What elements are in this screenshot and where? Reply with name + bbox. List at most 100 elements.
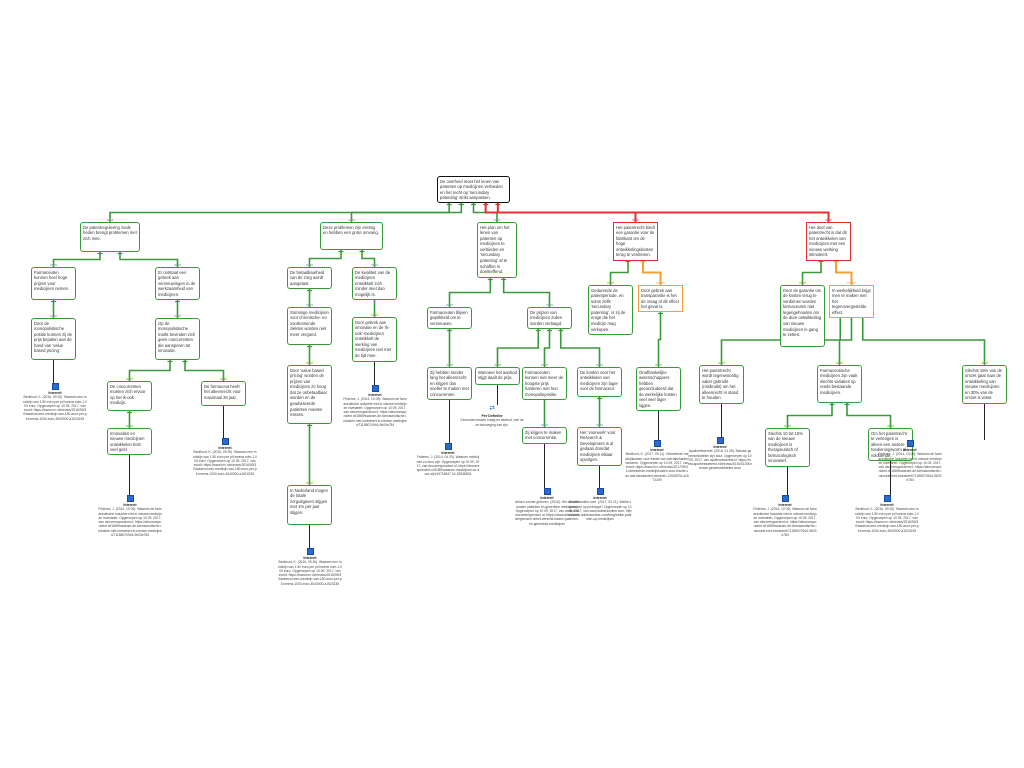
reason-node[interactable]: Zij krijgen te maken met concurrentie. xyxy=(522,427,567,444)
relation-label: want xyxy=(887,423,894,428)
connector-line xyxy=(559,329,601,367)
internet-icon xyxy=(221,438,229,445)
reason-node[interactable]: Farmaceutische medicijnen zijn vaak slec… xyxy=(817,365,862,403)
source-title: Internet xyxy=(368,393,382,397)
reason-node[interactable]: Zij hebben minder lang het alleenrecht e… xyxy=(427,367,472,400)
reason-node[interactable]: Deze problemen zijn ernstig en hebben ee… xyxy=(320,222,383,250)
relation-label: want xyxy=(371,262,378,267)
source-citation: Frideres, J. (2014, 10 09). Waarom de fa… xyxy=(878,452,942,483)
reason-node[interactable]: Het patentrecht wordt tegenwoordig vaker… xyxy=(699,365,744,404)
internet-icon xyxy=(51,383,59,390)
source-citation: Frideres, J. (2014, 04 20). Waarom medic… xyxy=(416,455,480,477)
internet-icon xyxy=(596,488,604,495)
connector-line xyxy=(609,260,629,285)
source-citation: Frideres, J. (2014, 10 09). Waarom de fa… xyxy=(343,397,407,428)
reason-node[interactable]: Het plan om het lenen van patenten op me… xyxy=(477,222,517,278)
reason-node[interactable]: Farmaceuten blijven geprikkeld om te ver… xyxy=(427,307,472,329)
relation-label: want xyxy=(981,360,988,365)
connector-line xyxy=(350,203,463,222)
source-title: Internet xyxy=(48,391,62,395)
relation-label: want xyxy=(836,360,843,365)
source-citation: Artsen zonder grenzen. (2016). Het versc… xyxy=(515,500,579,526)
source-citation: Benthout, K. (2016, 09 30). Waarom een m… xyxy=(193,450,257,476)
connector-line xyxy=(448,278,492,307)
reason-node[interactable]: Farmaceuten kunnen heel hoge prijzen voo… xyxy=(31,267,76,300)
relation-label: want xyxy=(718,360,725,365)
rebuttal-node[interactable]: Door gebrek aan transparantie is het de … xyxy=(638,285,683,313)
relation-label: want xyxy=(174,313,181,318)
reason-node[interactable]: De kwaliteit van de medicijnen ontwikkel… xyxy=(352,267,397,300)
reason-node[interactable]: De kosten voor het ontwikkelen van medic… xyxy=(577,367,622,397)
reason-node[interactable]: Door de monopolistische positie kunnen z… xyxy=(31,318,76,360)
source-title: Internet xyxy=(778,503,792,507)
relation-label: want xyxy=(494,362,501,367)
source-citation: Apotheekwereld. (2016, 01 28). Nieuwe ge… xyxy=(688,449,752,471)
reason-node[interactable]: Farmaceuten kunnen niet meer de hoogste … xyxy=(522,367,567,400)
internet-icon xyxy=(306,548,314,555)
reason-node[interactable]: Onafhankelijke wetenschappers hebben gec… xyxy=(636,367,681,412)
relation-label: want xyxy=(446,362,453,367)
source-citation: Benthout, K. (2016, 09 30). Waarom een m… xyxy=(855,507,919,533)
reason-node[interactable]: Wanneer het aanbod stijgt daalt de prijs… xyxy=(475,367,520,385)
reason-node[interactable]: De patentregulering zoals heden brengt p… xyxy=(80,222,140,252)
rebuttal-node[interactable]: In werkelijkheid krijgt men te maken met… xyxy=(829,285,874,318)
connector-line xyxy=(543,329,551,367)
reason-node[interactable]: De farmaceut heeft het alleenrecht voor … xyxy=(201,381,246,406)
connector-line xyxy=(642,260,662,285)
relation-label: want xyxy=(220,376,227,381)
connector-line xyxy=(119,252,179,267)
source-citation: Benthout, K. (2016, 09 30). Waarom een m… xyxy=(23,395,87,421)
contention-node[interactable]: De overheid moet het lenen van patenten … xyxy=(437,176,510,204)
internet-icon xyxy=(126,495,134,502)
reason-node[interactable]: De concurrenten moeten zich ervoor op he… xyxy=(107,381,152,411)
connector-line xyxy=(838,315,853,365)
reason-node[interactable]: De prijzen van medicijnen zullen worden … xyxy=(527,307,572,329)
reason-node[interactable]: De betaalbaarheid van de zorg wordt aang… xyxy=(287,267,332,289)
reason-node[interactable]: Op de monopolistische markt bevinden zic… xyxy=(155,318,200,360)
internet-icon xyxy=(371,385,379,392)
reason-node[interactable]: Er ontstaat een gebrek aan vernieuwingen… xyxy=(155,267,200,300)
source-title: Internet xyxy=(123,503,137,507)
reason-node[interactable]: Innovaties en nieuwe medicijnen ontwikke… xyxy=(107,428,152,456)
reason-node[interactable]: Slechts 10 tot 15% van de nieuwe medicij… xyxy=(765,428,810,467)
relation-label: want xyxy=(126,376,133,381)
reason-node[interactable]: Het 'voorwerk' voor Research & Developme… xyxy=(577,427,622,466)
relation-label: want xyxy=(306,262,313,267)
reason-node[interactable]: Slechts 15% van de omzet gaat naar de on… xyxy=(962,365,1007,404)
source-citation: Benthout, K. (2016, 09 30). Waarom een m… xyxy=(278,560,342,586)
objection-node[interactable]: Het patentrecht biedt een garantie voor … xyxy=(613,222,658,261)
source-title: Internet xyxy=(593,496,607,500)
connector-line xyxy=(846,403,892,428)
reason-node[interactable]: Door 'value based pricing' worden de pri… xyxy=(287,365,332,424)
connector-line xyxy=(361,250,376,267)
reason-node[interactable]: Gedurende de patentperiode, en soms zelf… xyxy=(588,285,633,335)
reason-node[interactable]: Door gebrek aan innovatie en de 'ik-ook'… xyxy=(352,317,397,362)
reason-node[interactable]: Door de garantie om de kosten terug te v… xyxy=(780,285,825,347)
reason-node[interactable]: In Nederland mogen de totale zorguitgave… xyxy=(287,485,332,525)
relation-label: want xyxy=(446,302,453,307)
relation-label: want xyxy=(306,360,313,365)
relation-label: want xyxy=(493,217,501,222)
internet-icon xyxy=(653,440,661,447)
connector-line xyxy=(835,260,853,285)
connector-line xyxy=(861,315,986,365)
source-title: Internet xyxy=(650,448,664,452)
objection-node[interactable]: Het doel van patentrecht is dat dit het … xyxy=(806,222,851,261)
connector-line xyxy=(496,203,830,222)
reason-node[interactable]: Sommige medicijnen voor chronische- en v… xyxy=(287,307,332,345)
